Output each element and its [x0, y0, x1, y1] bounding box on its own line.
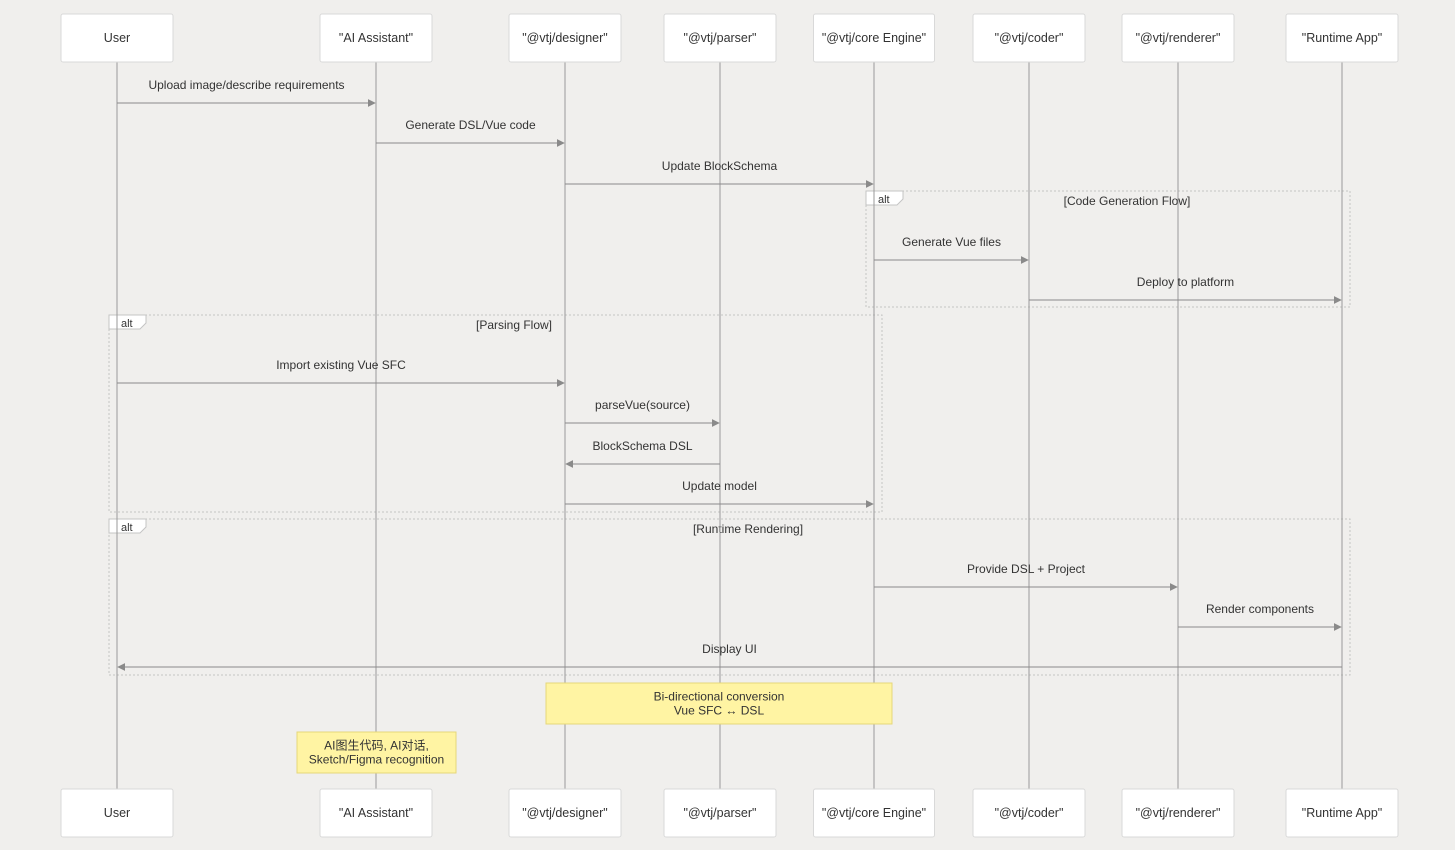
note-line: AI图生代码, AI对话, — [324, 739, 429, 753]
message-label: Generate Vue files — [902, 235, 1001, 249]
actor-label: "Runtime App" — [1302, 806, 1382, 820]
fragment-condition: [Code Generation Flow] — [1064, 194, 1191, 208]
message-label: parseVue(source) — [595, 398, 690, 412]
message-1: Upload image/describe requirements — [117, 78, 376, 107]
actor-label: "@vtj/parser" — [684, 806, 757, 820]
actor-label: "@vtj/renderer" — [1136, 31, 1221, 45]
fragment-tab — [108, 518, 147, 534]
message-6: Import existing Vue SFC — [117, 358, 565, 387]
fragment-alt-2: alt [Parsing Flow] — [108, 314, 883, 513]
message-10: Provide DSL + Project — [874, 562, 1178, 591]
note-2: AI图生代码, AI对话,Sketch/Figma recognition — [296, 731, 457, 774]
fragment-frame — [108, 518, 1351, 676]
actor-label: "AI Assistant" — [339, 31, 413, 45]
actor-label: "@vtj/coder" — [995, 806, 1064, 820]
actor-box — [508, 788, 622, 838]
message-4: Generate Vue files — [874, 235, 1029, 264]
message-3: Update BlockSchema — [565, 159, 874, 188]
note-line: Sketch/Figma recognition — [309, 753, 444, 767]
actor-label: User — [104, 806, 130, 820]
actor-box — [60, 13, 174, 63]
actor-ai-top: "AI Assistant" — [319, 13, 433, 63]
message-12: Display UI — [117, 642, 1342, 671]
fragment-frame — [865, 190, 1351, 308]
fragment-tab — [865, 190, 904, 206]
message-5: Deploy to platform — [1029, 275, 1342, 304]
fragment-condition: [Parsing Flow] — [476, 318, 552, 332]
fragment-condition: [Runtime Rendering] — [693, 522, 803, 536]
message-label: Update BlockSchema — [662, 159, 778, 173]
actor-box — [813, 788, 935, 838]
message-label: BlockSchema DSL — [592, 439, 692, 453]
actor-core-top: "@vtj/core Engine" — [813, 13, 935, 63]
actor-label: User — [104, 31, 130, 45]
actor-box — [1121, 13, 1235, 63]
actor-label: "@vtj/core Engine" — [822, 806, 926, 820]
actor-designer-top: "@vtj/designer" — [508, 13, 622, 63]
actor-parser-top: "@vtj/parser" — [663, 13, 777, 63]
message-label: Display UI — [702, 642, 757, 656]
actor-parser-bottom: "@vtj/parser" — [663, 788, 777, 838]
actor-coder-top: "@vtj/coder" — [972, 13, 1086, 63]
actor-coder-bottom: "@vtj/coder" — [972, 788, 1086, 838]
message-label: Upload image/describe requirements — [148, 78, 344, 92]
actor-label: "@vtj/parser" — [684, 31, 757, 45]
message-8: BlockSchema DSL — [565, 439, 720, 468]
message-2: Generate DSL/Vue code — [376, 118, 565, 147]
actor-user-top: User — [60, 13, 174, 63]
actor-box — [1285, 13, 1399, 63]
actor-label: "Runtime App" — [1302, 31, 1382, 45]
actor-box — [1285, 788, 1399, 838]
actor-label: "AI Assistant" — [339, 806, 413, 820]
actor-box — [663, 788, 777, 838]
actor-box — [972, 788, 1086, 838]
actor-designer-bottom: "@vtj/designer" — [508, 788, 622, 838]
actor-box — [319, 13, 433, 63]
actor-core-bottom: "@vtj/core Engine" — [813, 788, 935, 838]
fragment-type-label: alt — [878, 194, 890, 206]
actor-label: "@vtj/core Engine" — [822, 31, 926, 45]
fragment-frame — [108, 314, 883, 513]
actor-runtime-bottom: "Runtime App" — [1285, 788, 1399, 838]
message-label: Deploy to platform — [1137, 275, 1234, 289]
note-box — [545, 682, 893, 725]
message-9: Update model — [565, 479, 874, 508]
note-line: Bi-directional conversion — [654, 690, 785, 704]
message-7: parseVue(source) — [565, 398, 720, 427]
actor-runtime-top: "Runtime App" — [1285, 13, 1399, 63]
actor-box — [1121, 788, 1235, 838]
fragment-type-label: alt — [121, 522, 133, 534]
fragment-type-label: alt — [121, 318, 133, 330]
message-label: Provide DSL + Project — [967, 562, 1086, 576]
actor-box — [972, 13, 1086, 63]
message-label: Import existing Vue SFC — [276, 358, 406, 372]
message-label: Render components — [1206, 602, 1314, 616]
actor-label: "@vtj/designer" — [522, 806, 608, 820]
actor-renderer-top: "@vtj/renderer" — [1121, 13, 1235, 63]
fragment-tab — [108, 314, 147, 330]
fragment-alt-1: alt [Code Generation Flow] — [865, 190, 1351, 308]
actor-box — [60, 788, 174, 838]
actor-label: "@vtj/renderer" — [1136, 806, 1221, 820]
actor-box — [663, 13, 777, 63]
actor-box — [813, 13, 935, 63]
actor-label: "@vtj/coder" — [995, 31, 1064, 45]
note-box — [296, 731, 457, 774]
message-label: Generate DSL/Vue code — [405, 118, 536, 132]
actor-box — [319, 788, 433, 838]
actor-renderer-bottom: "@vtj/renderer" — [1121, 788, 1235, 838]
actor-ai-bottom: "AI Assistant" — [319, 788, 433, 838]
actor-box — [508, 13, 622, 63]
message-label: Update model — [682, 479, 757, 493]
actor-label: "@vtj/designer" — [522, 31, 608, 45]
actor-user-bottom: User — [60, 788, 174, 838]
note-line: Vue SFC ↔ DSL — [674, 704, 765, 718]
message-11: Render components — [1178, 602, 1342, 631]
